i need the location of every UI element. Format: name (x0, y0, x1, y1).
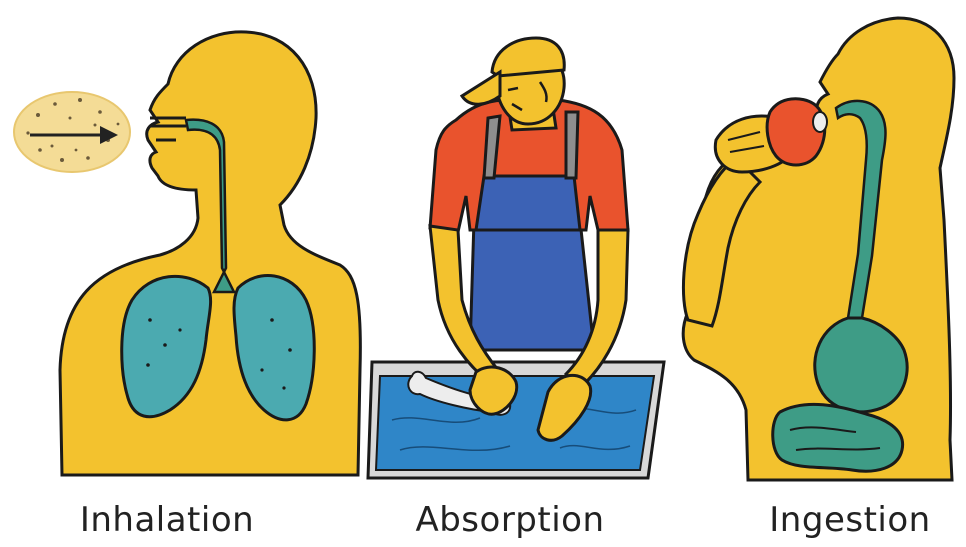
cap-brim (462, 72, 500, 104)
inhalation-figure (14, 32, 360, 475)
ingestion-figure (683, 18, 954, 480)
ingestion-label: Ingestion (750, 500, 950, 540)
absorption-label: Absorption (400, 500, 620, 540)
cap (492, 38, 564, 76)
absorption-figure (368, 38, 664, 478)
apron-bib (476, 176, 580, 230)
inhalation-label: Inhalation (62, 500, 272, 540)
apple (767, 99, 825, 165)
apron (470, 220, 594, 350)
apple-bite (813, 112, 827, 132)
dust-cloud (14, 92, 130, 172)
